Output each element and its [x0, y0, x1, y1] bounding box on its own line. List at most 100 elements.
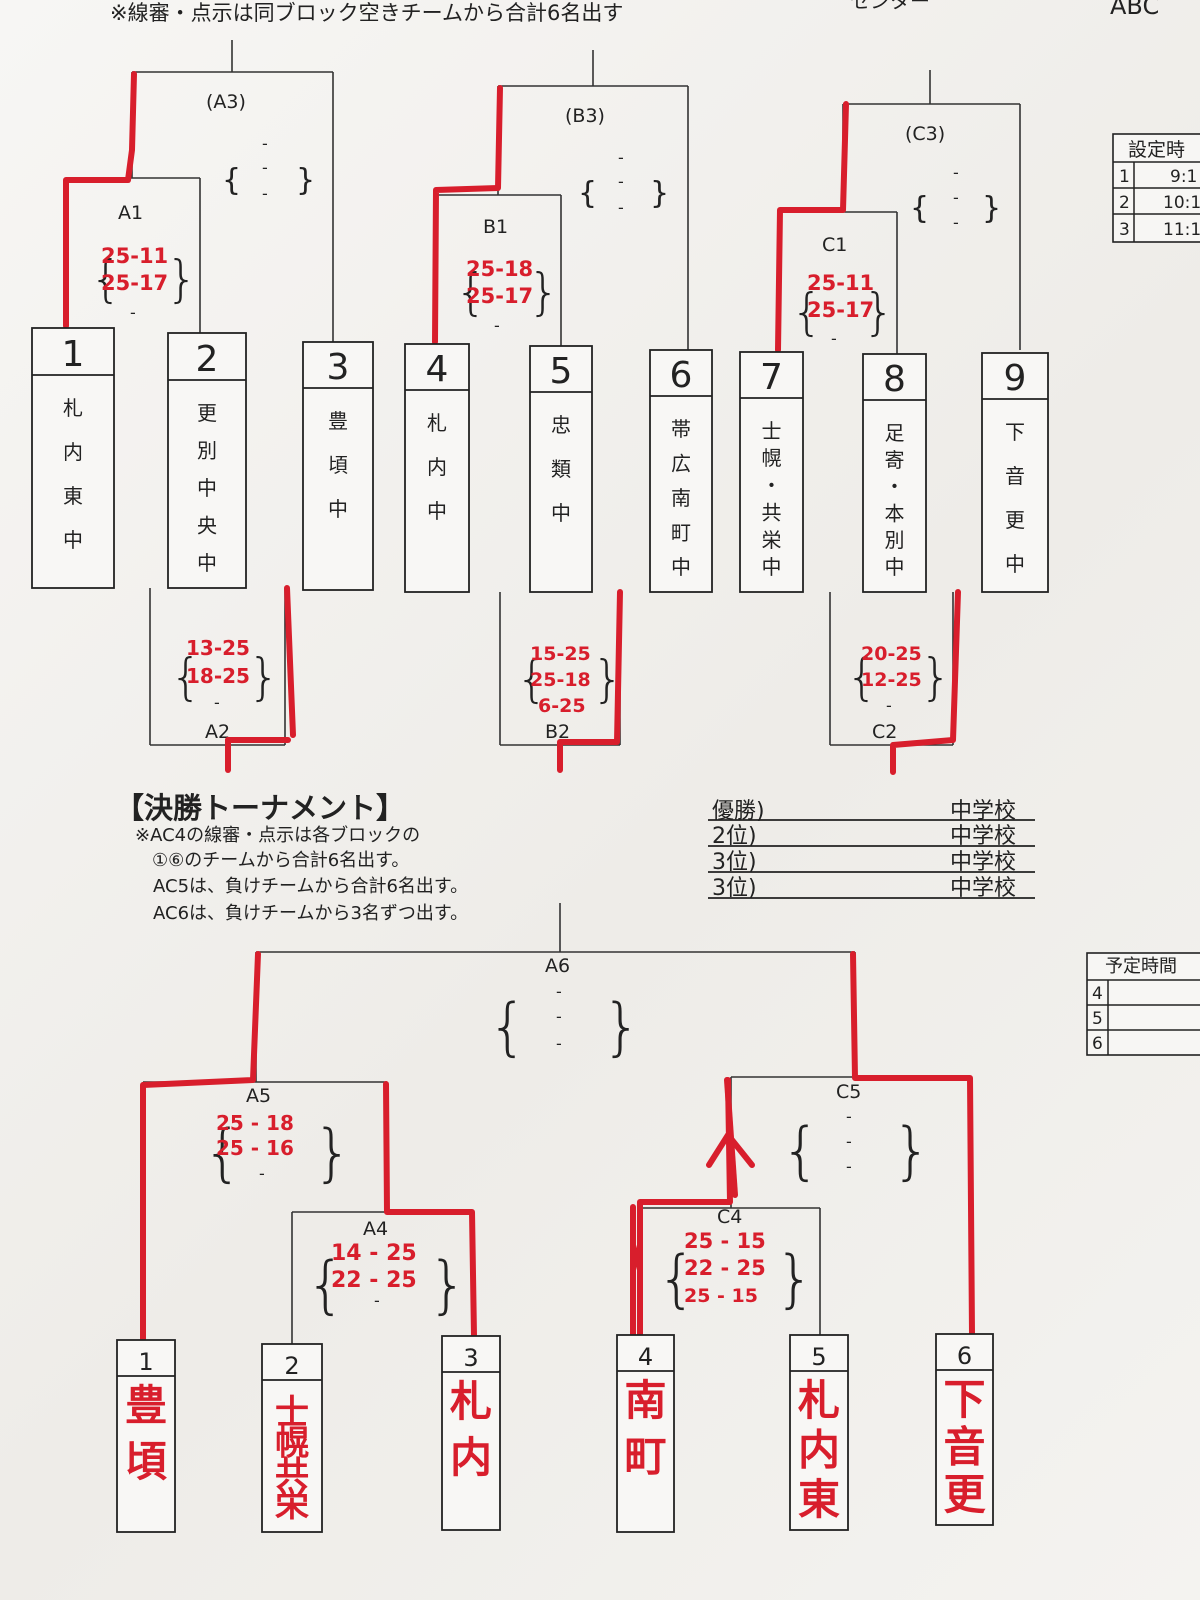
svg-text:}: } [248, 648, 280, 706]
prelim-team-box-9: 9 下音更中 [981, 352, 1049, 593]
svg-text:25 - 16: 25 - 16 [216, 1136, 294, 1160]
prelim-team-box-7: 7士幌・共栄中 [739, 351, 804, 593]
svg-text:6-25: 6-25 [538, 695, 586, 717]
svg-text:10:1: 10:1 [1163, 193, 1200, 213]
prelim-team-name: 札内東中 [63, 396, 83, 552]
svg-text:-: - [262, 158, 268, 177]
svg-text:-: - [374, 1291, 380, 1310]
final-team-number: 6 [957, 1342, 972, 1370]
svg-text:15-25: 15-25 [530, 643, 591, 665]
final-team-name: 札内東 [798, 1376, 840, 1524]
svg-text:}: } [892, 1114, 931, 1187]
prelim-team-number: 3 [327, 347, 350, 388]
empty-score-braces: {} {} {} [222, 163, 1001, 226]
prelim-team-name: 更別中央中 [197, 401, 217, 575]
svg-text:}: } [982, 191, 1001, 226]
final-team-number: 2 [284, 1352, 299, 1380]
svg-text:{: { [516, 650, 548, 708]
svg-text:}: } [920, 648, 952, 706]
final-notes: ※AC4の線審・点示は各ブロックの ①⑥のチームから合計6名出す。 AC5は、負… [135, 824, 468, 924]
svg-text:-: - [846, 1157, 852, 1176]
svg-text:25 - 15: 25 - 15 [684, 1229, 766, 1253]
svg-text:{: { [846, 648, 878, 706]
svg-text:{: { [910, 191, 929, 226]
c4-scores: { } 25 - 15 22 - 25 25 - 15 [657, 1229, 814, 1315]
svg-text:-: - [262, 134, 268, 153]
svg-text:}: } [528, 263, 560, 321]
prelim-team-name: 帯広南町中 [671, 417, 691, 579]
result-rank-3a: 3位) [712, 850, 757, 875]
svg-text:-: - [494, 316, 500, 335]
match-a5-label: A5 [246, 1085, 271, 1107]
svg-text:-: - [214, 693, 220, 712]
svg-text:※AC4の線審・点示は各ブロックの: ※AC4の線審・点示は各ブロックの [135, 824, 420, 846]
svg-text:{: { [578, 176, 597, 211]
a5-scores: { } 25 - 18 25 - 16 - [203, 1111, 352, 1189]
svg-text:22 - 25: 22 - 25 [331, 1268, 417, 1293]
svg-text:25 - 15: 25 - 15 [684, 1285, 758, 1307]
top-mid-text: センター [850, 0, 930, 13]
svg-text:1: 1 [1119, 167, 1130, 187]
svg-text:{: { [657, 1242, 696, 1315]
svg-text:-: - [556, 1034, 562, 1053]
prelim-team-name: 下音更中 [1005, 420, 1025, 576]
svg-text:-: - [130, 303, 136, 322]
svg-text:-: - [618, 198, 624, 217]
prelim-team-number: 9 [1004, 358, 1027, 399]
match-a6-label: A6 [545, 955, 570, 977]
svg-text:}: } [863, 283, 895, 341]
schedule-title: 設定時 [1128, 139, 1185, 161]
svg-text:12-25: 12-25 [861, 669, 922, 691]
prelim-team-number: 7 [760, 357, 783, 398]
svg-text:25-18: 25-18 [530, 669, 591, 691]
prelim-red-marks [63, 71, 961, 775]
svg-text:20-25: 20-25 [861, 643, 922, 665]
svg-text:5: 5 [1092, 1009, 1103, 1029]
c2-scores: { } 20-25 12-25 - C2 [846, 643, 952, 743]
svg-text:{: { [781, 1114, 820, 1187]
svg-text:AC5は、負けチームから合計6名出す。: AC5は、負けチームから合計6名出す。 [153, 876, 468, 897]
svg-text:-: - [886, 696, 892, 715]
final-team-number: 3 [463, 1344, 478, 1372]
final-team-number: 1 [138, 1348, 153, 1376]
svg-text:25 - 18: 25 - 18 [216, 1111, 294, 1135]
a1-scores: { } 25-11 25-17 - [90, 244, 198, 322]
svg-text:25-17: 25-17 [101, 271, 168, 295]
prelim-team-number: 1 [62, 334, 85, 375]
top-note: ※線審・点示は同ブロック空きチームから合計6名出す [110, 1, 623, 25]
match-c4-label: C4 [717, 1206, 742, 1228]
prelim-team-number: 6 [670, 355, 693, 396]
svg-text:-: - [831, 329, 837, 348]
final-team-box-4: 4 南町 [616, 1334, 675, 1533]
block-c-top-label: (C3) [905, 123, 945, 145]
svg-text:25-18: 25-18 [466, 257, 533, 281]
result-school-3a: 中学校 [950, 850, 1016, 875]
final-team-name: 豊頃 [125, 1381, 167, 1486]
svg-text:25-11: 25-11 [101, 244, 168, 268]
svg-text:AC6は、負けチームから3名ずつ出す。: AC6は、負けチームから3名ずつ出す。 [153, 903, 468, 924]
svg-text:-: - [846, 1132, 852, 1151]
final-team-number: 4 [638, 1343, 653, 1371]
b1-scores: { } 25-18 25-17 - [455, 257, 560, 335]
svg-text:3: 3 [1119, 220, 1130, 240]
c5-scores: { } - - - [781, 1107, 931, 1187]
prelim-team-name: 札内中 [427, 411, 447, 523]
svg-text:}: } [650, 176, 669, 211]
schedule-table: 設定時 1 9:1 2 10:1 3 11:1 [1112, 133, 1200, 243]
svg-text:4: 4 [1092, 984, 1103, 1004]
match-b1-label: B1 [483, 216, 508, 238]
final-team-name: 南町 [624, 1376, 666, 1481]
prelim-team-box-6: 6 帯広南町中 [649, 349, 713, 593]
block-b-top-label: (B3) [565, 105, 605, 127]
svg-text:{: { [203, 1116, 242, 1189]
time-table-title: 予定時間 [1105, 956, 1177, 977]
svg-text:}: } [775, 1242, 814, 1315]
match-c5-label: C5 [836, 1081, 861, 1103]
svg-text:14 - 25: 14 - 25 [331, 1241, 417, 1266]
svg-text:{: { [90, 250, 122, 308]
final-heading: 【決勝トーナメント】 [115, 791, 405, 825]
